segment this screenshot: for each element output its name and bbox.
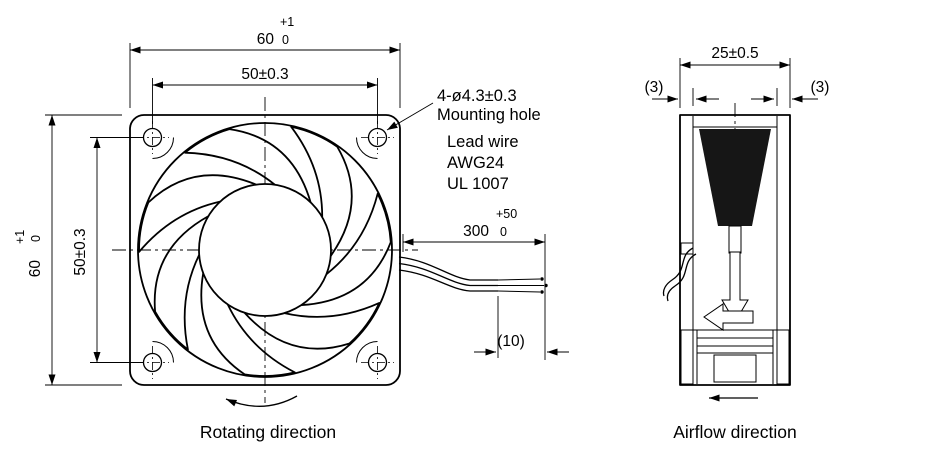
dim-lead-length: 300 +50 0 [402,207,546,360]
dim-width-tol-upper: +1 [280,15,294,29]
lead-wire-stripped [497,278,541,281]
lead-wire [398,262,498,287]
airflow-direction-label: Airflow direction [673,422,797,442]
mounting-holes [136,121,394,379]
fan-opening [137,122,393,378]
rotating-direction-arrow [225,395,298,407]
side-lead-wire [662,247,694,297]
wire-tip [540,277,544,281]
corner-boss [356,341,378,363]
corner-boss [152,341,174,363]
dim-depth: 25±0.5 [679,45,791,108]
lead-wire-note-line2: AWG24 [447,154,504,172]
dim-hole-pitch-horizontal: 50±0.3 [152,66,378,124]
dim-width-value: 60 [257,31,275,48]
dim-height: 60 0 +1 [13,114,122,386]
side-lead-wires [662,242,697,302]
dim-height-tol-lower: 0 [29,235,43,242]
fan-frame [129,114,401,386]
motor-base-hatch [713,354,757,383]
lead-wire-note-line3: UL 1007 [447,175,509,193]
dim-width: 60 +1 0 [129,15,401,108]
dim-depth-value: 25±0.5 [711,45,758,62]
corner-bosses [152,137,378,363]
rotating-direction-label: Rotating direction [200,422,336,442]
fan-hub [198,183,332,317]
frame-section-hatch [680,329,694,385]
dim-height-value: 60 [27,260,44,278]
lead-wire-stripped [497,290,541,293]
dim-width-tol-lower: 0 [282,33,289,47]
dim-flange-right-value: (3) [811,79,830,96]
shaft-section [728,225,742,254]
hub-silhouette [699,129,771,226]
dim-strip-length: (10) [474,296,569,358]
dim-lead-length-tol-lower: 0 [500,225,507,239]
side-frame [679,114,791,386]
mounting-hole-callout: 4-ø4.3±0.3 Mounting hole [386,87,541,131]
mounting-hole-note-line1: 4-ø4.3±0.3 [437,87,517,105]
dim-height-tol-upper: +1 [13,230,27,244]
frame-section-hatch [776,329,790,385]
lead-wire [398,256,498,281]
dim-lead-length-tol-upper: +50 [496,207,517,221]
dim-hole-pitch-vertical: 50±0.3 [72,137,144,363]
corner-boss [356,137,378,159]
corner-boss [152,137,174,159]
motor-section [680,329,790,385]
mounting-hole-note-line2: Mounting hole [437,106,541,124]
dim-hole-pitch-h-value: 50±0.3 [241,66,288,83]
airflow-direction: Airflow direction [673,394,797,442]
dim-strip-length-value: (10) [497,333,525,350]
side-lead-wire [666,253,697,302]
dim-flange-left: (3) [645,79,719,106]
wire-tip [540,290,544,294]
dim-lead-length-value: 300 [463,223,489,240]
front-view: 60 +1 0 50±0.3 60 0 +1 [13,15,569,442]
exhaust-left-arrow [703,303,754,331]
dim-hole-pitch-v-value: 50±0.3 [72,228,89,275]
side-view: 25±0.5 (3) (3) Airflow direction [645,45,830,442]
dim-flange-left-value: (3) [645,79,664,96]
lead-wires [398,256,548,294]
lead-wire-note-line1: Lead wire [447,133,519,151]
lead-wire [398,269,498,292]
lead-wire-note: Lead wire AWG24 UL 1007 [447,133,519,193]
rotating-direction: Rotating direction [200,395,336,442]
dim-flange-right: (3) [751,79,829,106]
